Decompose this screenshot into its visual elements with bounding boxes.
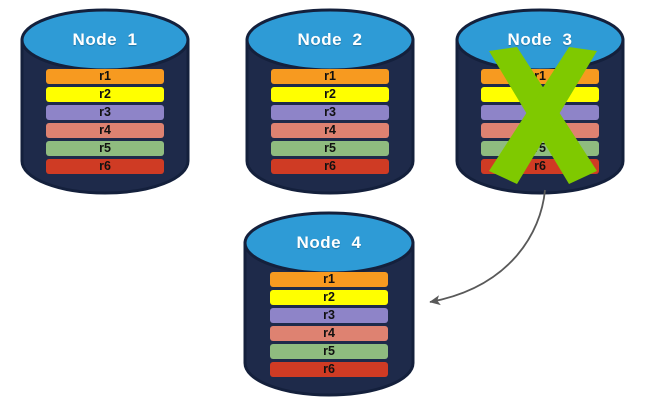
node-title-1: Node 1 bbox=[72, 30, 138, 49]
replica-row-r6[interactable]: r6 bbox=[271, 159, 389, 174]
replica-row-r6[interactable]: r6 bbox=[46, 159, 164, 174]
replica-row-r2[interactable]: r2 bbox=[270, 290, 388, 305]
replica-row-r5[interactable]: r5 bbox=[46, 141, 164, 156]
replica-row-r5[interactable]: r5 bbox=[270, 344, 388, 359]
replica-row-r2[interactable]: r2 bbox=[271, 87, 389, 102]
node-rows-1: r1 r2 r3 r4 r5 r6 bbox=[20, 69, 190, 174]
replica-row-r6[interactable]: r6 bbox=[270, 362, 388, 377]
node-rows-2: r1 r2 r3 r4 r5 r6 bbox=[245, 69, 415, 174]
replica-row-r3[interactable]: r3 bbox=[271, 105, 389, 120]
replica-row-r4[interactable]: r4 bbox=[270, 326, 388, 341]
node-title-2: Node 2 bbox=[297, 30, 363, 49]
node-title-4: Node 4 bbox=[296, 233, 362, 252]
replica-row-r4[interactable]: r4 bbox=[271, 123, 389, 138]
replica-row-r1[interactable]: r1 bbox=[271, 69, 389, 84]
node-cylinder-4[interactable]: Node 4 r1 r2 r3 r4 r5 r6 bbox=[243, 211, 415, 397]
node-cylinder-2[interactable]: Node 2 r1 r2 r3 r4 r5 r6 bbox=[245, 8, 415, 195]
replica-row-r3[interactable]: r3 bbox=[46, 105, 164, 120]
node-cylinder-1[interactable]: Node 1 r1 r2 r3 r4 r5 r6 bbox=[20, 8, 190, 195]
node-title-3: Node 3 bbox=[507, 30, 573, 49]
node-rows-4: r1 r2 r3 r4 r5 r6 bbox=[243, 272, 415, 377]
replica-row-r1[interactable]: r1 bbox=[46, 69, 164, 84]
arrow-path bbox=[429, 189, 546, 306]
replica-row-r1[interactable]: r1 bbox=[270, 272, 388, 287]
replica-row-r5[interactable]: r5 bbox=[271, 141, 389, 156]
replica-row-r2[interactable]: r2 bbox=[46, 87, 164, 102]
replica-row-r3[interactable]: r3 bbox=[270, 308, 388, 323]
replica-row-r4[interactable]: r4 bbox=[46, 123, 164, 138]
